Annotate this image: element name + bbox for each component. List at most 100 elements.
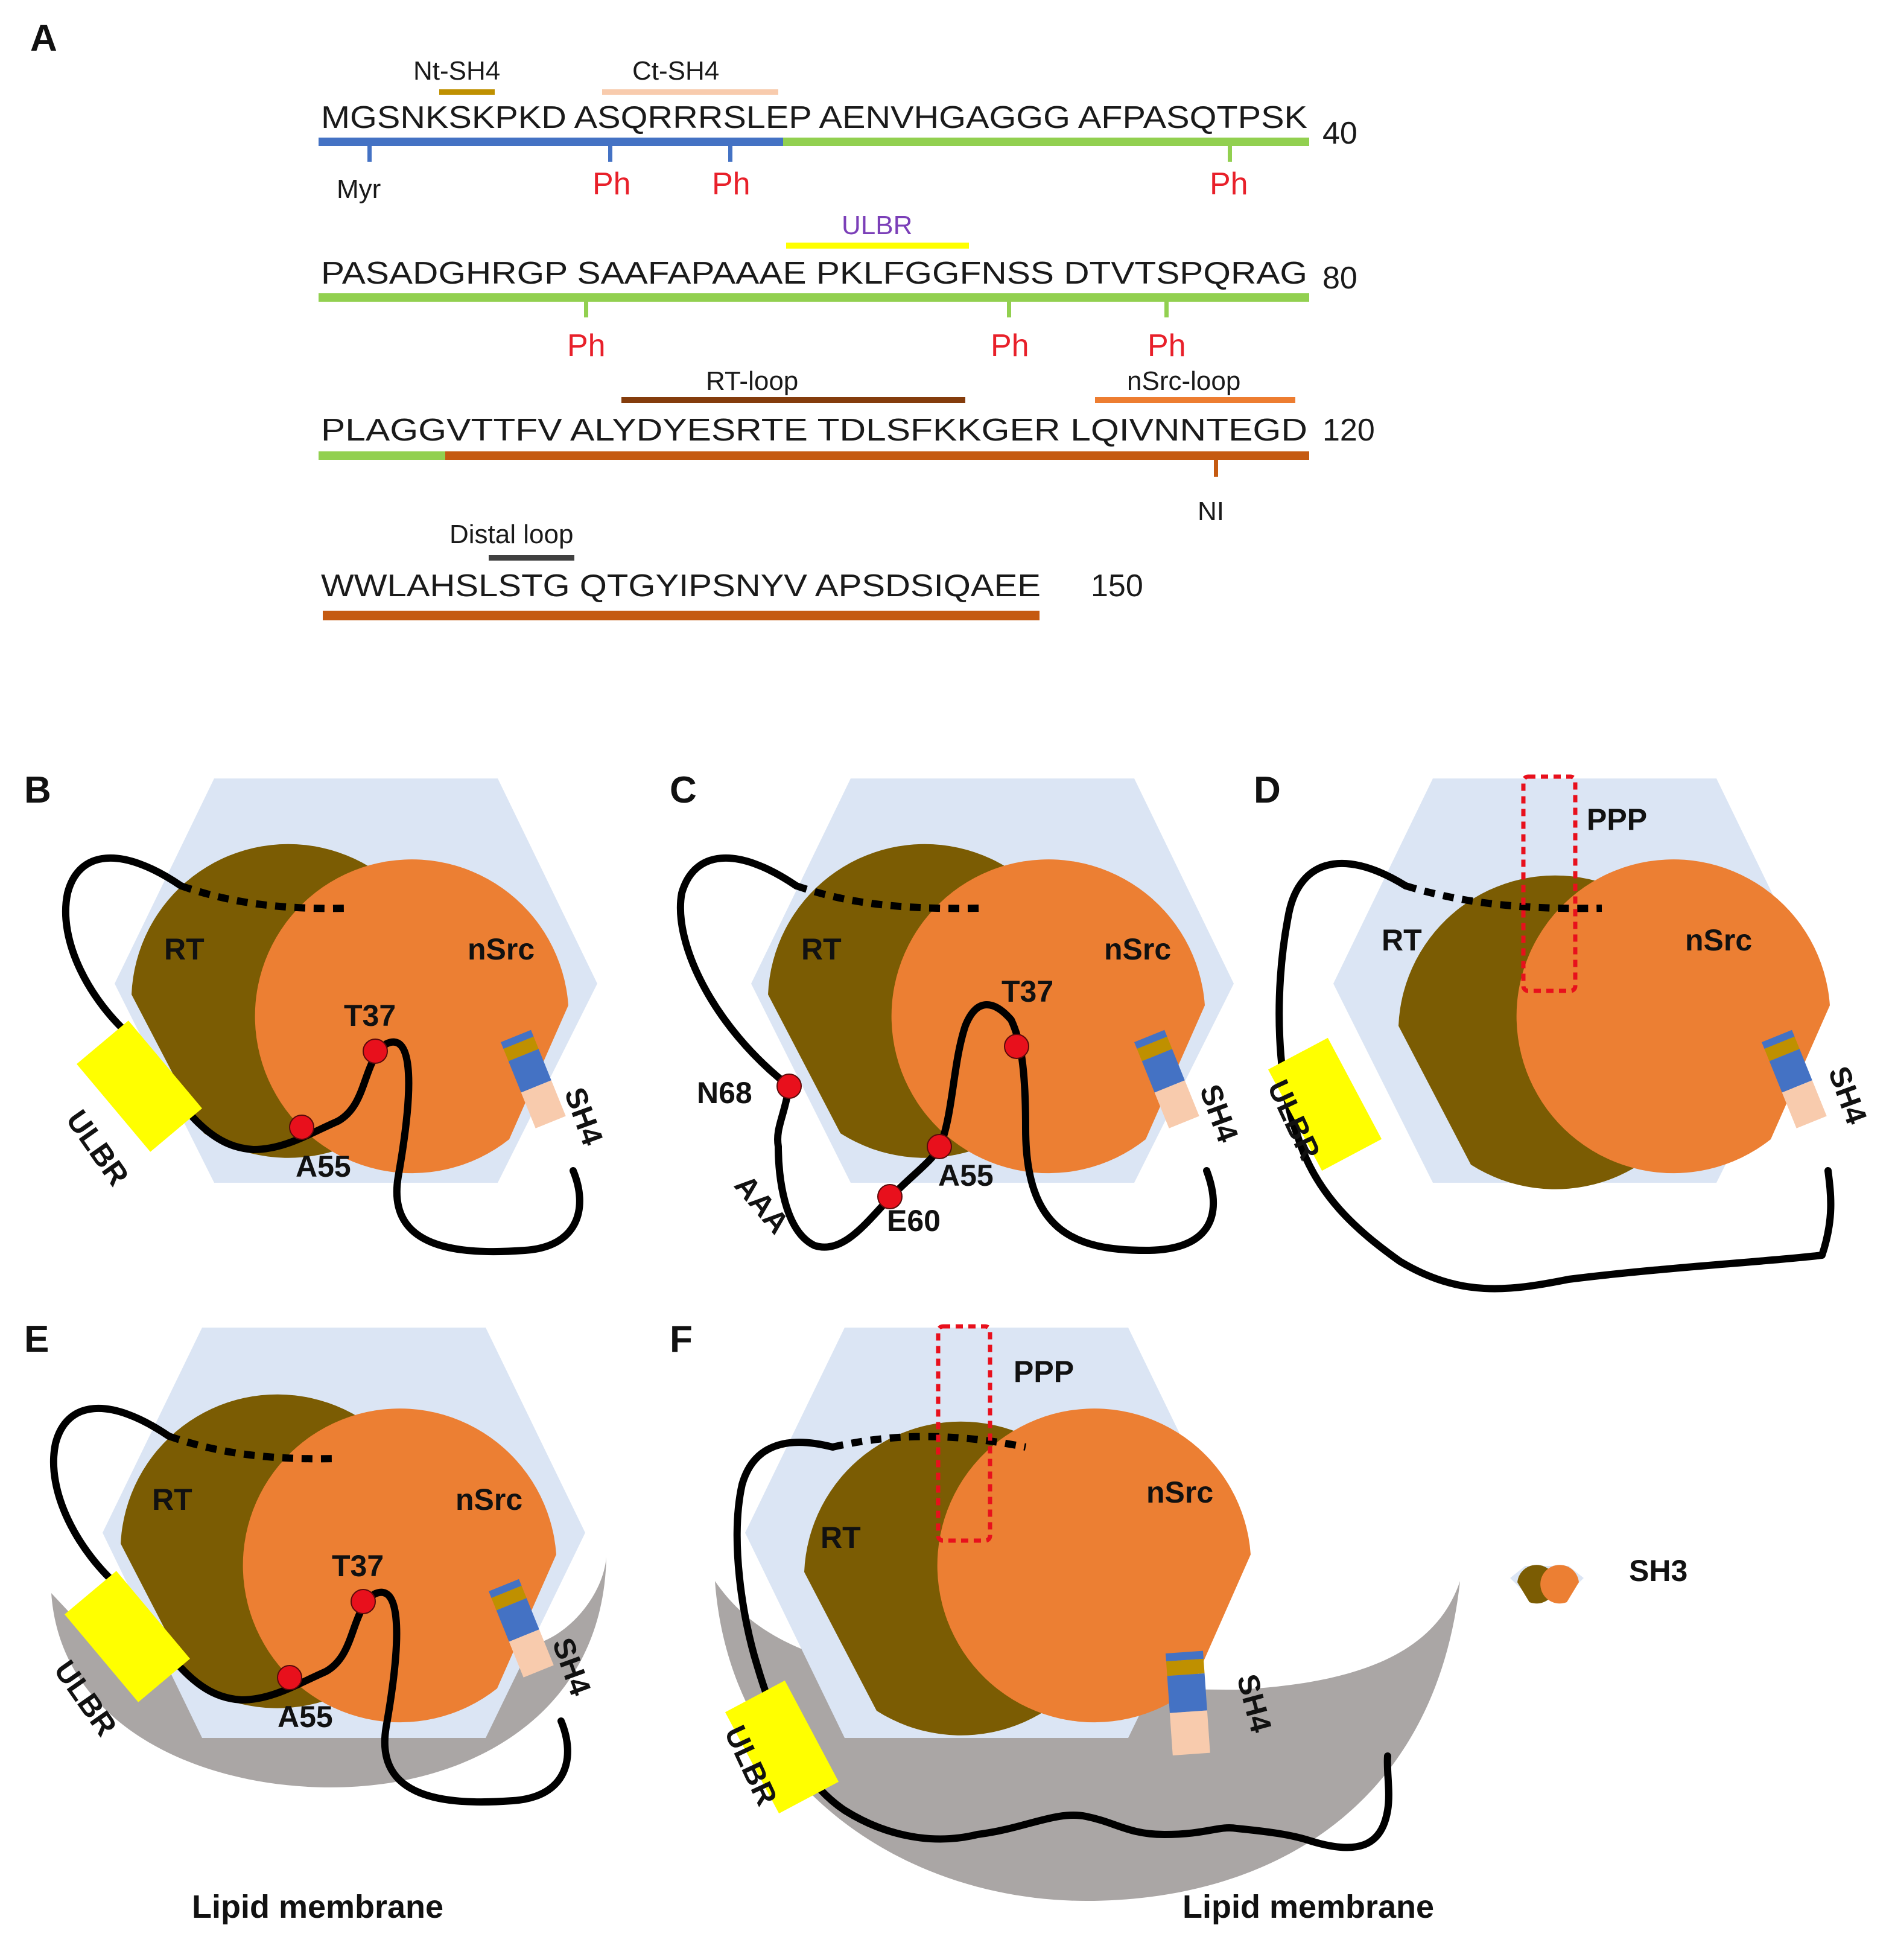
distal-loop-label: Distal loop xyxy=(449,520,573,549)
ct-sh4-label: Ct-SH4 xyxy=(632,56,719,86)
sh4-label: SH4 xyxy=(558,1083,610,1150)
sequence-row-4: WWLAHSLSTG QTGYIPSNYV APSDSIQAEE xyxy=(321,568,1041,603)
t37-label: T37 xyxy=(1002,975,1053,1008)
nsrc-loop-bar xyxy=(1095,397,1295,403)
site-t37 xyxy=(351,1589,376,1614)
ppp-label: PPP xyxy=(1014,1355,1074,1389)
nsrc-loop-shape xyxy=(255,859,568,1174)
sequence-row-1: MGSNKSKPKD ASQRRRSLEP AENVHGAGGG AFPASQT… xyxy=(321,100,1307,135)
ni-label: NI xyxy=(1198,497,1224,526)
distal-loop-bar xyxy=(489,555,574,561)
nt-sh4-label: Nt-SH4 xyxy=(413,56,500,86)
sequence-row-3: PLAGGVTTFV ALYDYESRTE TDLSFKKGER LQIVNNT… xyxy=(321,413,1307,448)
nsrc-label: nSrc xyxy=(1104,932,1171,966)
rt-label: RT xyxy=(1382,923,1422,957)
ulbr-block xyxy=(77,1020,202,1152)
sh3-domain-bar-row-4 xyxy=(323,611,1040,620)
ulbr-bar xyxy=(786,243,969,249)
sequence-row-4-number: 150 xyxy=(1091,568,1143,603)
sh4-block xyxy=(1166,1650,1210,1755)
a55-label: A55 xyxy=(278,1700,333,1734)
legend-label: SH3 xyxy=(1629,1554,1687,1588)
sequence-row-2: PASADGHRGP SAAFAPAAAE PKLFGGFNSS DTVTSPQ… xyxy=(321,256,1307,291)
sequence-row-2-number: 80 xyxy=(1322,261,1357,296)
nsrc-label: nSrc xyxy=(456,1483,522,1516)
site-n68 xyxy=(776,1074,802,1099)
ppp-box xyxy=(936,1324,992,1543)
ppp-label: PPP xyxy=(1587,803,1647,836)
site-a55 xyxy=(277,1665,302,1690)
ulbr-block xyxy=(725,1680,839,1814)
t37-label: T37 xyxy=(332,1549,384,1583)
t37-label: T37 xyxy=(344,999,396,1032)
ulbr-block xyxy=(65,1571,190,1702)
sh4-domain-bar xyxy=(319,138,783,146)
protein-chain xyxy=(49,1404,571,1806)
rt-loop-bar xyxy=(621,397,965,403)
nt-sh4-bar xyxy=(439,89,495,95)
protein-chain xyxy=(62,854,583,1256)
panel-f: F PPP RT nSrc ULBR SH4 Lipid membrane xyxy=(670,1319,1460,1925)
sequence-row-3-number: 120 xyxy=(1322,413,1375,448)
protein-chain xyxy=(676,854,1217,1254)
nsrc-loop-shape xyxy=(1516,859,1830,1174)
ph-label: Ph xyxy=(592,167,631,202)
ph-label: Ph xyxy=(991,328,1029,363)
nsrc-loop-shape xyxy=(243,1408,556,1723)
a55-label: A55 xyxy=(296,1150,351,1183)
legend: SH3 xyxy=(1510,1554,1687,1604)
e60-label: E60 xyxy=(887,1204,941,1238)
unique-domain-bar-row-2 xyxy=(319,293,1309,302)
site-t37 xyxy=(1004,1034,1029,1059)
panel-c: C RT nSrc T37 N68 A55 E60 AAA SH4 xyxy=(670,769,1245,1254)
panel-c-letter: C xyxy=(670,769,697,811)
nsrc-loop-shape xyxy=(937,1408,1251,1723)
site-a55 xyxy=(289,1115,314,1140)
rt-loop-label: RT-loop xyxy=(706,366,798,396)
lipid-membrane xyxy=(715,1581,1460,1901)
rt-label: RT xyxy=(801,932,842,966)
nsrc-label: nSrc xyxy=(1685,923,1752,957)
panel-a-letter: A xyxy=(30,18,57,59)
panel-a: A Nt-SH4 Ct-SH4 MGSNKSKPKD ASQRRRSLEP AE… xyxy=(30,18,1375,620)
ct-sh4-bar xyxy=(602,89,778,95)
lipid-membrane-label: Lipid membrane xyxy=(192,1889,443,1925)
ph-label: Ph xyxy=(1210,167,1248,202)
n68-label: N68 xyxy=(697,1076,752,1110)
sequence-row-1-number: 40 xyxy=(1322,116,1357,151)
sh4-label: SH4 xyxy=(1822,1062,1874,1129)
ph-label: Ph xyxy=(712,167,751,202)
rt-label: RT xyxy=(821,1521,861,1554)
panel-b: B RT nSrc T37 A55 ULBR SH4 xyxy=(24,769,610,1256)
unique-domain-bar-row-3 xyxy=(319,451,445,460)
site-e60 xyxy=(877,1184,903,1209)
sh4-label: SH4 xyxy=(1193,1080,1245,1147)
protein-chain xyxy=(1275,859,1835,1293)
a55-label: A55 xyxy=(938,1159,994,1192)
ulbr-top-label: ULBR xyxy=(842,211,912,240)
unique-domain-bar-row-1 xyxy=(783,138,1309,146)
nsrc-loop-label: nSrc-loop xyxy=(1127,366,1240,396)
myr-label: Myr xyxy=(337,174,381,204)
panel-d: D PPP RT nSrc ULBR SH4 xyxy=(1254,769,1874,1293)
sh3-domain-bar-row-3 xyxy=(445,451,1309,460)
panel-b-letter: B xyxy=(24,769,51,811)
rt-label: RT xyxy=(152,1483,192,1516)
panel-d-letter: D xyxy=(1254,769,1281,811)
site-t37 xyxy=(363,1039,388,1064)
ph-label: Ph xyxy=(567,328,606,363)
panel-f-letter: F xyxy=(670,1319,693,1360)
nsrc-loop-shape xyxy=(891,859,1205,1174)
rt-label: RT xyxy=(164,932,205,966)
protein-chain xyxy=(733,1439,1392,1851)
nsrc-label: nSrc xyxy=(1146,1475,1213,1509)
panel-e-letter: E xyxy=(24,1319,49,1360)
lipid-membrane-label: Lipid membrane xyxy=(1182,1889,1434,1925)
ulbr-block xyxy=(1268,1037,1382,1171)
ph-label: Ph xyxy=(1148,328,1186,363)
ppp-box xyxy=(1521,774,1578,993)
panel-e: E RT nSrc T37 A55 ULBR SH4 Lipid membran… xyxy=(24,1319,606,1925)
nsrc-label: nSrc xyxy=(468,932,535,966)
site-a55 xyxy=(927,1134,952,1159)
